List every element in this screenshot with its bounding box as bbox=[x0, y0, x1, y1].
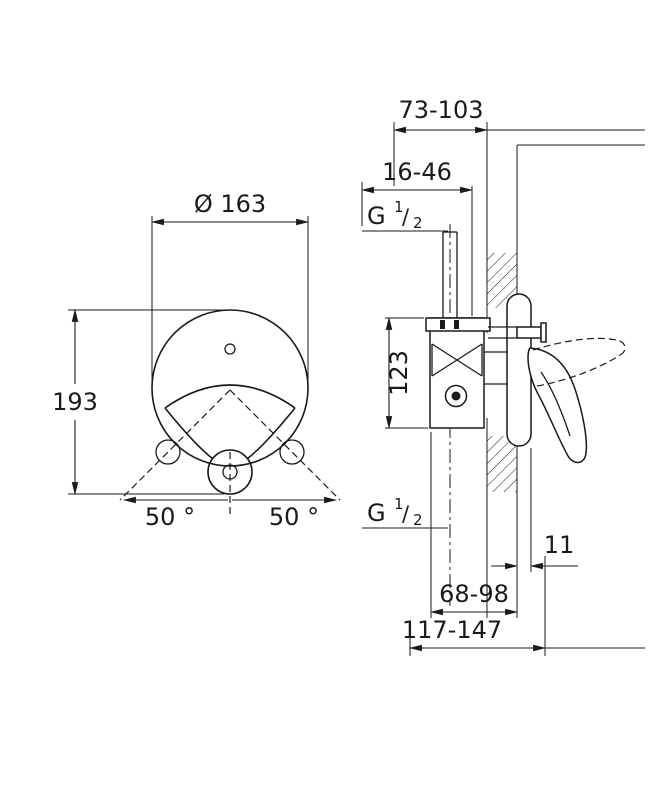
front-view: Ø 163 193 50 ° 50 ° bbox=[52, 190, 341, 531]
thread-bottom-base: G bbox=[367, 499, 386, 527]
thread-bottom-numerator: 1 bbox=[394, 495, 404, 513]
dim-lower-range-label: 68-98 bbox=[439, 580, 509, 608]
angle-left-label: 50 ° bbox=[145, 503, 195, 531]
handle-knob bbox=[207, 449, 253, 495]
thread-top-slash: / bbox=[402, 205, 410, 229]
dim-plate-offset-label: 11 bbox=[544, 531, 575, 559]
escutcheon-plate-side bbox=[506, 293, 532, 447]
thread-top-denominator: 2 bbox=[413, 214, 423, 232]
handle-lever-top-edge bbox=[164, 384, 296, 409]
dim-upper-range-label: 16-46 bbox=[382, 158, 452, 186]
wall-fitting-cap bbox=[540, 322, 547, 343]
thread-top-numerator: 1 bbox=[394, 198, 404, 216]
thread-top-base: G bbox=[367, 202, 386, 230]
thread-size-bottom: G 1 / 2 bbox=[362, 495, 448, 529]
valve-symbol bbox=[431, 343, 483, 377]
dim-depth-range-label: 73-103 bbox=[398, 96, 483, 124]
handle-alt-position bbox=[532, 337, 626, 387]
valve-body bbox=[429, 317, 485, 429]
dim-diameter-label: Ø 163 bbox=[194, 190, 266, 218]
mount-ear-left bbox=[155, 439, 181, 465]
wall-hatch-bottom bbox=[487, 436, 517, 492]
handle-lever-side-detail bbox=[540, 371, 571, 437]
dim-valve-height-label: 123 bbox=[385, 350, 413, 396]
handle-hole bbox=[224, 343, 236, 355]
handle-lever-side bbox=[527, 347, 588, 464]
angle-right-label: 50 ° bbox=[269, 503, 319, 531]
wall-fitting bbox=[516, 326, 542, 339]
handle-lever-right-edge bbox=[246, 407, 296, 460]
handle-lever-left-edge bbox=[164, 407, 214, 460]
thread-bottom-slash: / bbox=[402, 502, 410, 526]
bracket-screw-left bbox=[440, 320, 445, 329]
dim-total-range-label: 117-147 bbox=[402, 616, 502, 644]
swing-line-right bbox=[229, 389, 341, 501]
mount-ear-right bbox=[279, 439, 305, 465]
side-view: 73-103 16-46 G 1 / 2 123 G 1 / 2 11 bbox=[360, 96, 645, 656]
thread-size-top: G 1 / 2 bbox=[362, 198, 448, 232]
thread-bottom-denominator: 2 bbox=[413, 511, 423, 529]
valve-port-center bbox=[451, 391, 461, 401]
dim-height-label: 193 bbox=[52, 388, 98, 416]
swing-line-left bbox=[119, 389, 231, 501]
bracket-screw-right bbox=[454, 320, 459, 329]
